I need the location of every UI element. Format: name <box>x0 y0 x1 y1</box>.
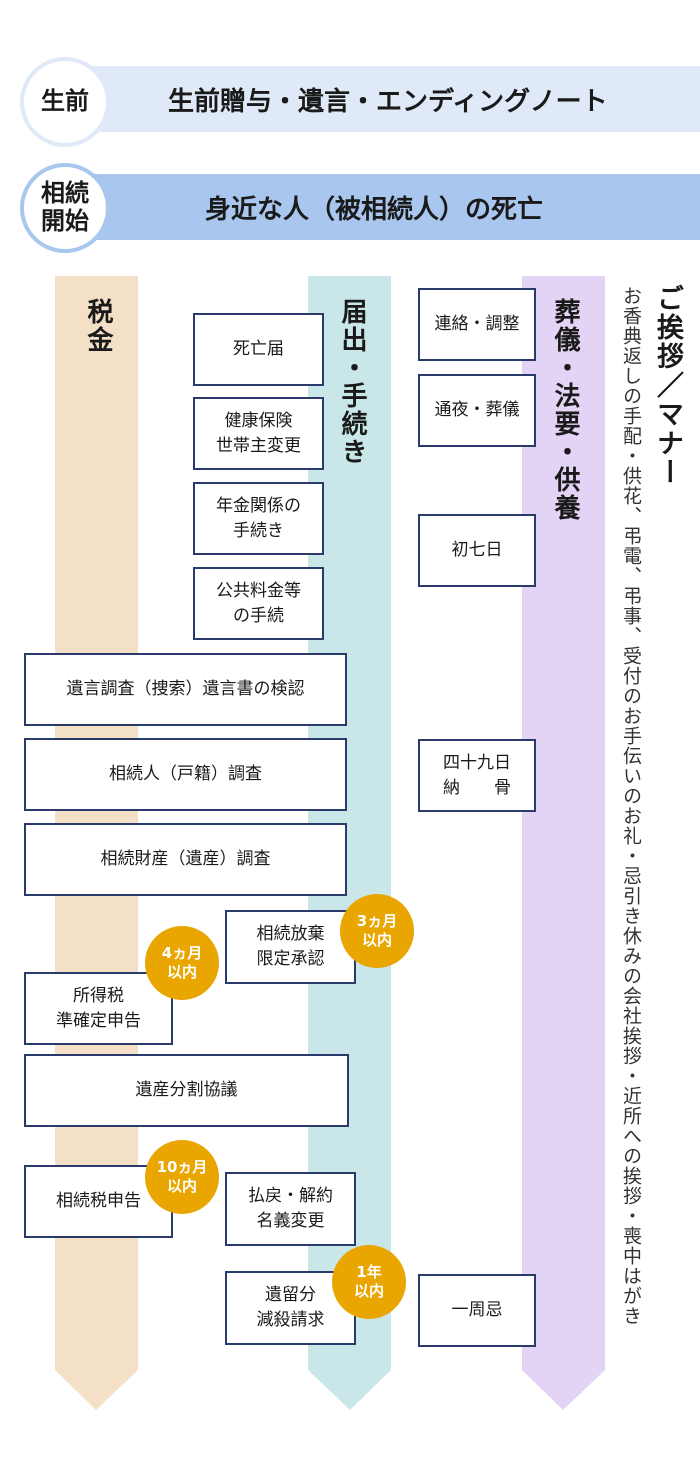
box-pension: 年金関係の 手続き <box>193 482 324 555</box>
procedures-column-label: 届出・手続き <box>337 298 367 466</box>
badge-ten-months: 10ヵ月 以内 <box>145 1140 219 1214</box>
stage-inheritance-start-text: 身近な人（被相続人）の死亡 <box>205 194 544 225</box>
stage-banner-inheritance-start: 身近な人（被相続人）の死亡 <box>60 174 700 240</box>
manners-column-label: ご挨拶／マナー <box>652 284 683 487</box>
funeral-column-label: 葬儀・法要・供養 <box>550 298 580 522</box>
badge-four-months: 4ヵ月 以内 <box>145 926 219 1000</box>
box-refund: 払戻・解約 名義変更 <box>225 1172 356 1246</box>
badge-three-months: 3ヵ月 以内 <box>340 894 414 968</box>
stage-circle-before-death: 生前 <box>20 57 110 147</box>
box-contact: 連絡・調整 <box>418 288 536 361</box>
box-utilities: 公共料金等 の手続 <box>193 567 324 640</box>
box-heir-survey: 相続人（戸籍）調査 <box>24 738 347 811</box>
box-forty-ninth: 四十九日 納 骨 <box>418 739 536 812</box>
badge-one-year: 1年 以内 <box>332 1245 406 1319</box>
box-first-anniversary: 一周忌 <box>418 1274 536 1347</box>
box-renounce: 相続放棄 限定承認 <box>225 910 356 984</box>
box-asset-survey: 相続財産（遺産）調査 <box>24 823 347 896</box>
box-death-notice: 死亡届 <box>193 313 324 386</box>
manners-description: お香典返しの手配・供花、弔電、弔事、受付のお手伝いのお礼・忌引き休みの会社挨拶・… <box>620 286 642 1326</box>
stage-circle-before-death-label: 生前 <box>41 87 89 116</box>
box-will-search: 遺言調査（捜索）遺言書の検認 <box>24 653 347 726</box>
box-health-insurance: 健康保険 世帯主変更 <box>193 397 324 470</box>
tax-column-label: 税金 <box>83 298 113 354</box>
funeral-column-arrow <box>522 276 605 1410</box>
box-seventh-day: 初七日 <box>418 514 536 587</box>
box-division: 遺産分割協議 <box>24 1054 349 1127</box>
stage-banner-before-death: 生前贈与・遺言・エンディングノート <box>60 66 700 132</box>
stage-circle-inheritance-start-label: 相続 開始 <box>41 179 89 235</box>
box-wake: 通夜・葬儀 <box>418 374 536 447</box>
stage-before-death-text: 生前贈与・遺言・エンディングノート <box>168 86 608 117</box>
stage-circle-inheritance-start: 相続 開始 <box>20 163 110 253</box>
box-income-tax: 所得税 準確定申告 <box>24 972 173 1045</box>
